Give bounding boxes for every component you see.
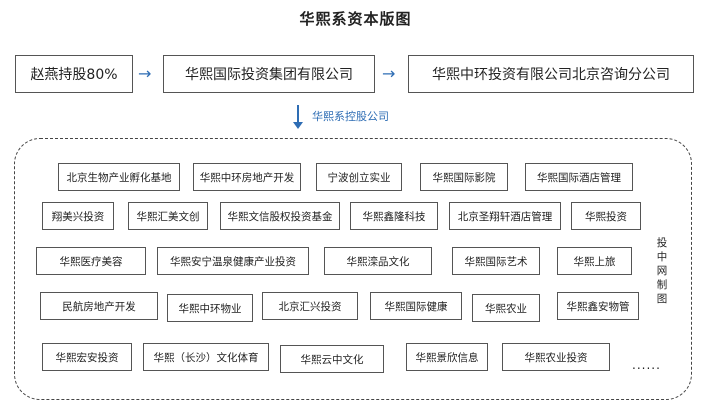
company-box: 华熙安宁温泉健康产业投资	[157, 247, 309, 275]
company-box: 翔美兴投资	[42, 202, 114, 230]
company-box: 华熙国际健康	[370, 292, 462, 320]
company-box: 华熙（长沙）文化体育	[143, 343, 269, 371]
group-company-box: 华熙国际投资集团有限公司	[163, 55, 375, 93]
company-box: 华熙汇美文创	[128, 202, 208, 230]
company-box: 华熙鑫安物管	[557, 292, 639, 320]
company-box: 华熙滦品文化	[324, 247, 432, 275]
company-box: 华熙农业投资	[502, 343, 610, 371]
company-box: 华熙医疗美容	[36, 247, 146, 275]
down-arrow-icon	[293, 105, 303, 130]
diagram-title: 华熙系资本版图	[299, 10, 412, 28]
company-box: 北京汇兴投资	[262, 292, 358, 320]
company-box: 华熙中环物业	[167, 294, 253, 322]
source-credit-label: 投中网制图	[656, 237, 668, 305]
company-box: 华熙云中文化	[280, 345, 384, 373]
more-companies-ellipsis: ......	[632, 358, 661, 372]
company-box: 民航房地产开发	[40, 292, 158, 320]
company-box: 华熙农业	[472, 294, 540, 322]
holding-companies-label: 华熙系控股公司	[312, 110, 389, 123]
company-box: 华熙景欣信息	[406, 343, 488, 371]
company-box: 华熙国际艺术	[452, 247, 540, 275]
company-box: 北京圣翔轩酒店管理	[449, 202, 561, 230]
company-box: 宁波创立实业	[316, 163, 402, 191]
company-box: 华熙文信股权投资基金	[220, 202, 340, 230]
company-box: 华熙上旅	[557, 247, 632, 275]
subsidiary-box: 华熙中环投资有限公司北京咨询分公司	[408, 55, 694, 93]
company-box: 华熙国际影院	[420, 163, 508, 191]
company-box: 华熙鑫隆科技	[350, 202, 438, 230]
shareholder-box: 赵燕持股80%	[15, 55, 133, 93]
right-arrow-icon: →	[138, 64, 152, 83]
right-arrow-icon: →	[382, 64, 396, 83]
company-box: 华熙投资	[571, 202, 641, 230]
company-box: 华熙中环房地产开发	[193, 163, 301, 191]
company-box: 华熙国际酒店管理	[525, 163, 633, 191]
company-box: 北京生物产业孵化基地	[58, 163, 180, 191]
holding-companies-frame	[14, 138, 692, 400]
company-box: 华熙宏安投资	[42, 343, 132, 371]
